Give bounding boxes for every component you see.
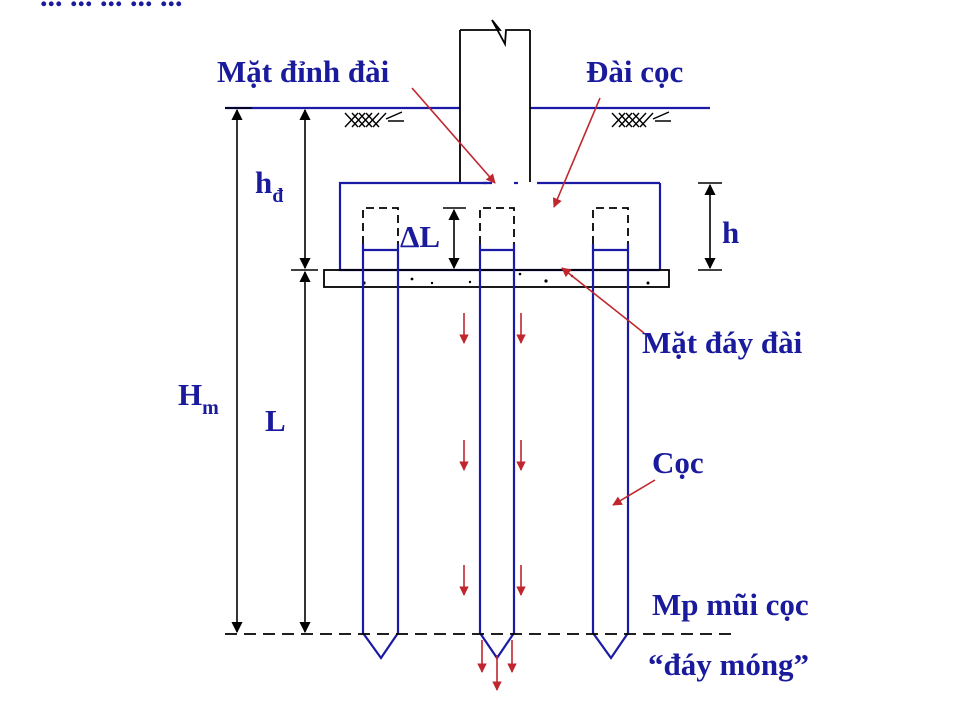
- dim-delta-l: [443, 207, 466, 270]
- dim-label-hm-sub: m: [202, 397, 219, 419]
- leader-dai-coc: [552, 97, 601, 208]
- leader-mat-day-dai: [561, 267, 645, 334]
- label-day-mong: “đáy móng”: [648, 647, 809, 682]
- soil-hatch-left: [344, 111, 404, 128]
- soil-hatch-right: [611, 111, 671, 128]
- dim-label-l: L: [265, 403, 286, 438]
- dim-label-hd-sub: đ: [272, 185, 283, 207]
- label-mp-mui-coc: Mp mũi cọc: [652, 587, 809, 622]
- pile-right: [591, 207, 630, 660]
- blinding-layer: [323, 269, 670, 288]
- dim-label-h: h: [722, 215, 739, 250]
- dim-label-hd: hđ: [255, 165, 283, 207]
- dim-label-hd-main: h: [255, 165, 272, 200]
- column: [459, 19, 531, 182]
- dim-label-hm: Hm: [178, 377, 219, 419]
- label-mat-day-dai: Mặt đáy đài: [642, 325, 803, 360]
- dim-label-hm-main: H: [178, 377, 202, 412]
- label-dai-coc: Đài cọc: [586, 54, 683, 89]
- dim-h: [698, 182, 722, 271]
- dim-hd: [291, 108, 318, 271]
- pile-left: [361, 207, 400, 660]
- label-coc: Cọc: [652, 445, 704, 480]
- leader-mat-dinh-dai: [411, 87, 496, 184]
- load-arrows: [459, 313, 526, 691]
- dim-label-delta-l: ΔL: [400, 219, 440, 254]
- dim-hm: [225, 107, 252, 634]
- pile-center: [478, 207, 516, 660]
- label-mat-dinh-dai: Mặt đỉnh đài: [217, 54, 390, 89]
- pile-cap: [338, 181, 662, 272]
- title-fragment: ... ... ... ... ...: [40, 0, 183, 13]
- leader-coc: [612, 479, 656, 506]
